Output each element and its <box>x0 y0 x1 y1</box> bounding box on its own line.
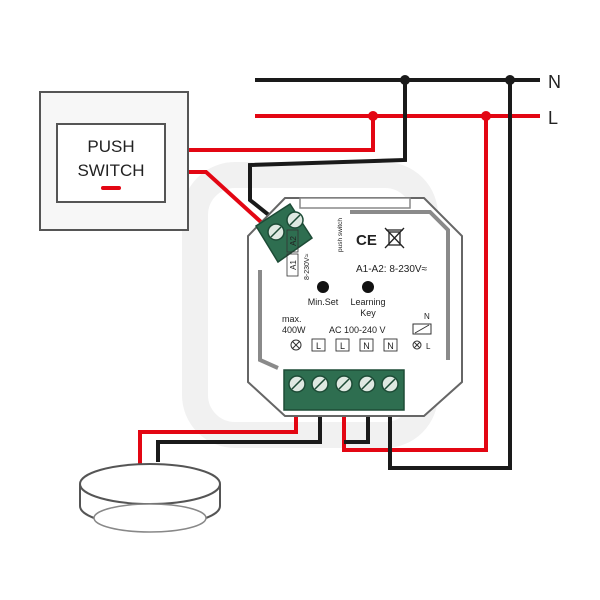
dimmer-symbol-icon <box>412 323 432 335</box>
terminal-a2-label: A2 <box>289 236 298 246</box>
controller-module: A1 A2 8-230V≈ push switch CE A1-A2: 8-23… <box>247 197 463 417</box>
learning-key-label-1: Learning <box>350 297 385 307</box>
lamp <box>79 463 221 533</box>
output-terminal-block <box>283 369 405 411</box>
neutral-label: N <box>548 72 561 92</box>
learning-key-label-2: Key <box>360 308 376 318</box>
max-label: max. <box>282 314 302 324</box>
live-label: L <box>548 108 558 128</box>
wire-switch-to-a1 <box>188 170 274 234</box>
a1a2-rating: A1-A2: 8-230V≈ <box>356 264 428 275</box>
terminal-a1-label: A1 <box>289 260 298 270</box>
terminal-marking-4: N <box>387 341 394 351</box>
lamp-symbol-icon <box>290 339 302 351</box>
ce-mark: CE <box>356 232 377 249</box>
min-set-label: Min.Set <box>308 297 339 307</box>
screw-icon <box>288 375 306 393</box>
min-set-button[interactable] <box>317 281 329 293</box>
push-switch-marking: push switch <box>337 218 344 252</box>
wire-neutral-to-module <box>388 80 512 470</box>
terminal-marking-1: L <box>316 341 321 351</box>
switch-indicator <box>101 186 121 190</box>
ac-range: AC 100-240 V <box>329 325 386 335</box>
weee-bin-icon <box>384 227 405 249</box>
input-n-label: N <box>424 312 430 321</box>
switch-label-line1: PUSH <box>87 137 134 156</box>
max-power: 400W <box>282 325 306 335</box>
wire-neutral-to-a2 <box>248 80 407 234</box>
terminal-a-voltage: 8-230V≈ <box>304 253 311 280</box>
screw-icon <box>335 375 353 393</box>
push-switch: PUSH SWITCH <box>39 91 189 231</box>
input-lamp-icon <box>412 340 422 350</box>
terminal-marking-3: N <box>363 341 370 351</box>
lamp-diffuser <box>93 503 207 533</box>
wire-live-to-module <box>342 116 488 452</box>
screw-icon <box>381 375 399 393</box>
switch-label-line2: SWITCH <box>77 161 144 180</box>
input-l-label: L <box>426 342 431 351</box>
learning-key-button[interactable] <box>362 281 374 293</box>
screw-icon <box>358 375 376 393</box>
wire-live-to-switch <box>188 116 375 152</box>
screw-icon <box>311 375 329 393</box>
terminal-marking-2: L <box>340 341 345 351</box>
